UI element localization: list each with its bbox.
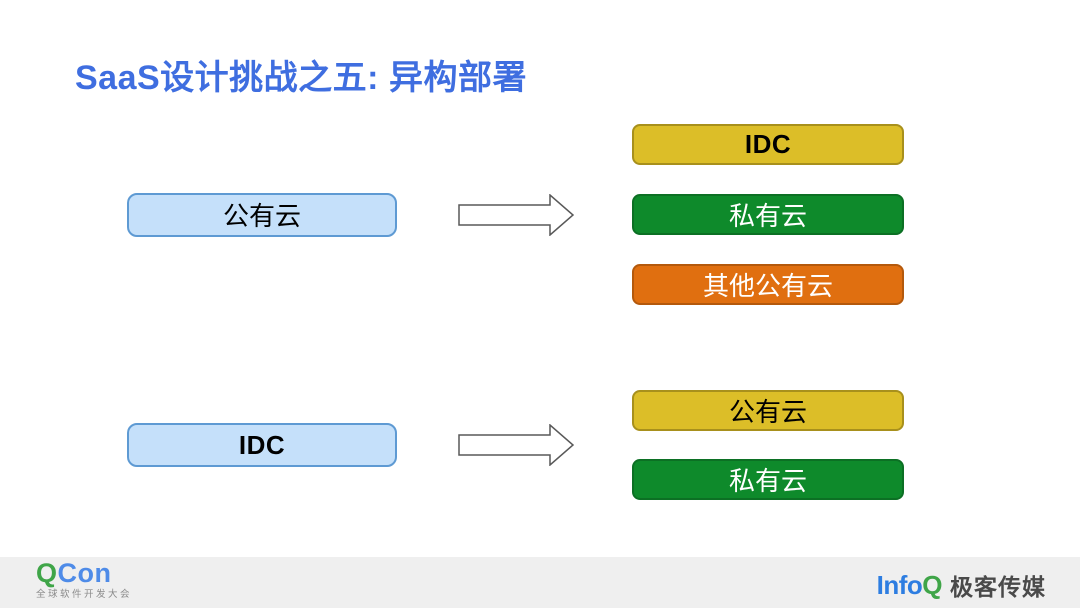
footer-bar: QCon 全球软件开发大会 InfoQ 极客传媒 <box>0 557 1080 608</box>
qcon-logo: QCon 全球软件开发大会 <box>36 560 132 600</box>
qcon-wordmark: QCon <box>36 560 132 587</box>
right-arrow-icon <box>458 192 575 237</box>
target-box-public-cloud: 公有云 <box>632 390 904 431</box>
infoq-q: Q <box>922 569 942 600</box>
target-stack-2: 公有云 私有云 <box>632 390 904 500</box>
target-stack-1: IDC 私有云 其他公有云 <box>632 124 904 305</box>
qcon-q: Q <box>36 558 58 588</box>
flow-group-public-cloud: 公有云 IDC 私有云 其他公有云 <box>127 124 904 305</box>
infoq-info: Info <box>876 569 923 600</box>
source-box-public-cloud: 公有云 <box>127 192 397 237</box>
page-title: SaaS设计挑战之五: 异构部署 <box>75 59 527 97</box>
target-box-other-public-cloud: 其他公有云 <box>632 264 904 305</box>
infoq-wordmark: InfoQ <box>876 569 943 601</box>
infoq-logo: InfoQ 极客传媒 <box>877 568 1046 602</box>
qcon-con: Con <box>57 558 112 588</box>
target-box-private-cloud-2: 私有云 <box>632 459 904 500</box>
infoq-brand-name: 极客传媒 <box>950 574 1046 600</box>
right-arrow-icon <box>458 423 575 467</box>
target-box-idc: IDC <box>632 124 904 165</box>
flow-group-idc: IDC 公有云 私有云 <box>127 390 904 500</box>
source-box-idc: IDC <box>127 423 397 467</box>
qcon-subtitle: 全球软件开发大会 <box>36 589 133 600</box>
target-box-private-cloud: 私有云 <box>632 194 904 235</box>
